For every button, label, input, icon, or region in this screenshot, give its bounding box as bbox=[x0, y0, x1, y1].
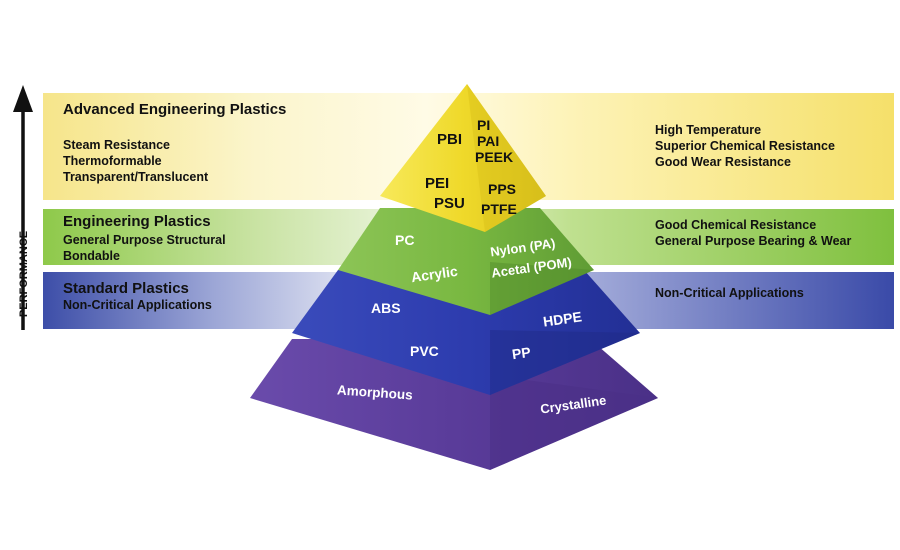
material-pvc: PVC bbox=[410, 343, 439, 359]
advanced-left-item: Thermoformable bbox=[63, 154, 162, 168]
standard-right-text: Non-Critical Applications bbox=[655, 286, 804, 300]
engineering-plastics-title: Engineering Plastics bbox=[63, 213, 211, 230]
advanced-left-item: Steam Resistance bbox=[63, 138, 171, 152]
engineering-left-text: General Purpose Structural Bondable bbox=[63, 232, 226, 264]
material-pc: PC bbox=[395, 232, 415, 248]
material-pai: PAI bbox=[477, 133, 500, 149]
material-psu: PSU bbox=[434, 195, 465, 212]
standard-left-text: Non-Critical Applications bbox=[63, 298, 212, 312]
advanced-right-item: Good Wear Resistance bbox=[655, 155, 791, 169]
engineering-right-item: Good Chemical Resistance bbox=[655, 218, 817, 232]
standard-plastics-title: Standard Plastics bbox=[63, 280, 189, 297]
material-pi: PI bbox=[477, 117, 491, 133]
advanced-left-item: Transparent/Translucent bbox=[63, 170, 209, 184]
engineering-left-item: Bondable bbox=[63, 249, 120, 263]
material-pei: PEI bbox=[425, 175, 450, 192]
engineering-right-text: Good Chemical Resistance General Purpose… bbox=[655, 217, 851, 249]
material-peek: PEEK bbox=[475, 149, 514, 165]
engineering-right-item: General Purpose Bearing & Wear bbox=[655, 234, 852, 248]
material-ptfe: PTFE bbox=[481, 201, 517, 217]
standard-tier bbox=[292, 270, 640, 395]
advanced-left-text: Steam Resistance Thermoformable Transpar… bbox=[63, 137, 208, 185]
advanced-right-item: High Temperature bbox=[655, 123, 762, 137]
engineering-tier bbox=[338, 208, 594, 315]
material-pp: PP bbox=[510, 343, 532, 363]
advanced-right-item: Superior Chemical Resistance bbox=[655, 139, 835, 153]
material-abs: ABS bbox=[371, 300, 401, 316]
advanced-plastics-title: Advanced Engineering Plastics bbox=[63, 101, 287, 118]
advanced-right-text: High Temperature Superior Chemical Resis… bbox=[655, 122, 835, 170]
engineering-left-item: General Purpose Structural bbox=[63, 233, 226, 247]
material-pps: PPS bbox=[488, 181, 517, 197]
advanced-tier bbox=[380, 84, 546, 232]
material-pbi: PBI bbox=[437, 131, 463, 148]
